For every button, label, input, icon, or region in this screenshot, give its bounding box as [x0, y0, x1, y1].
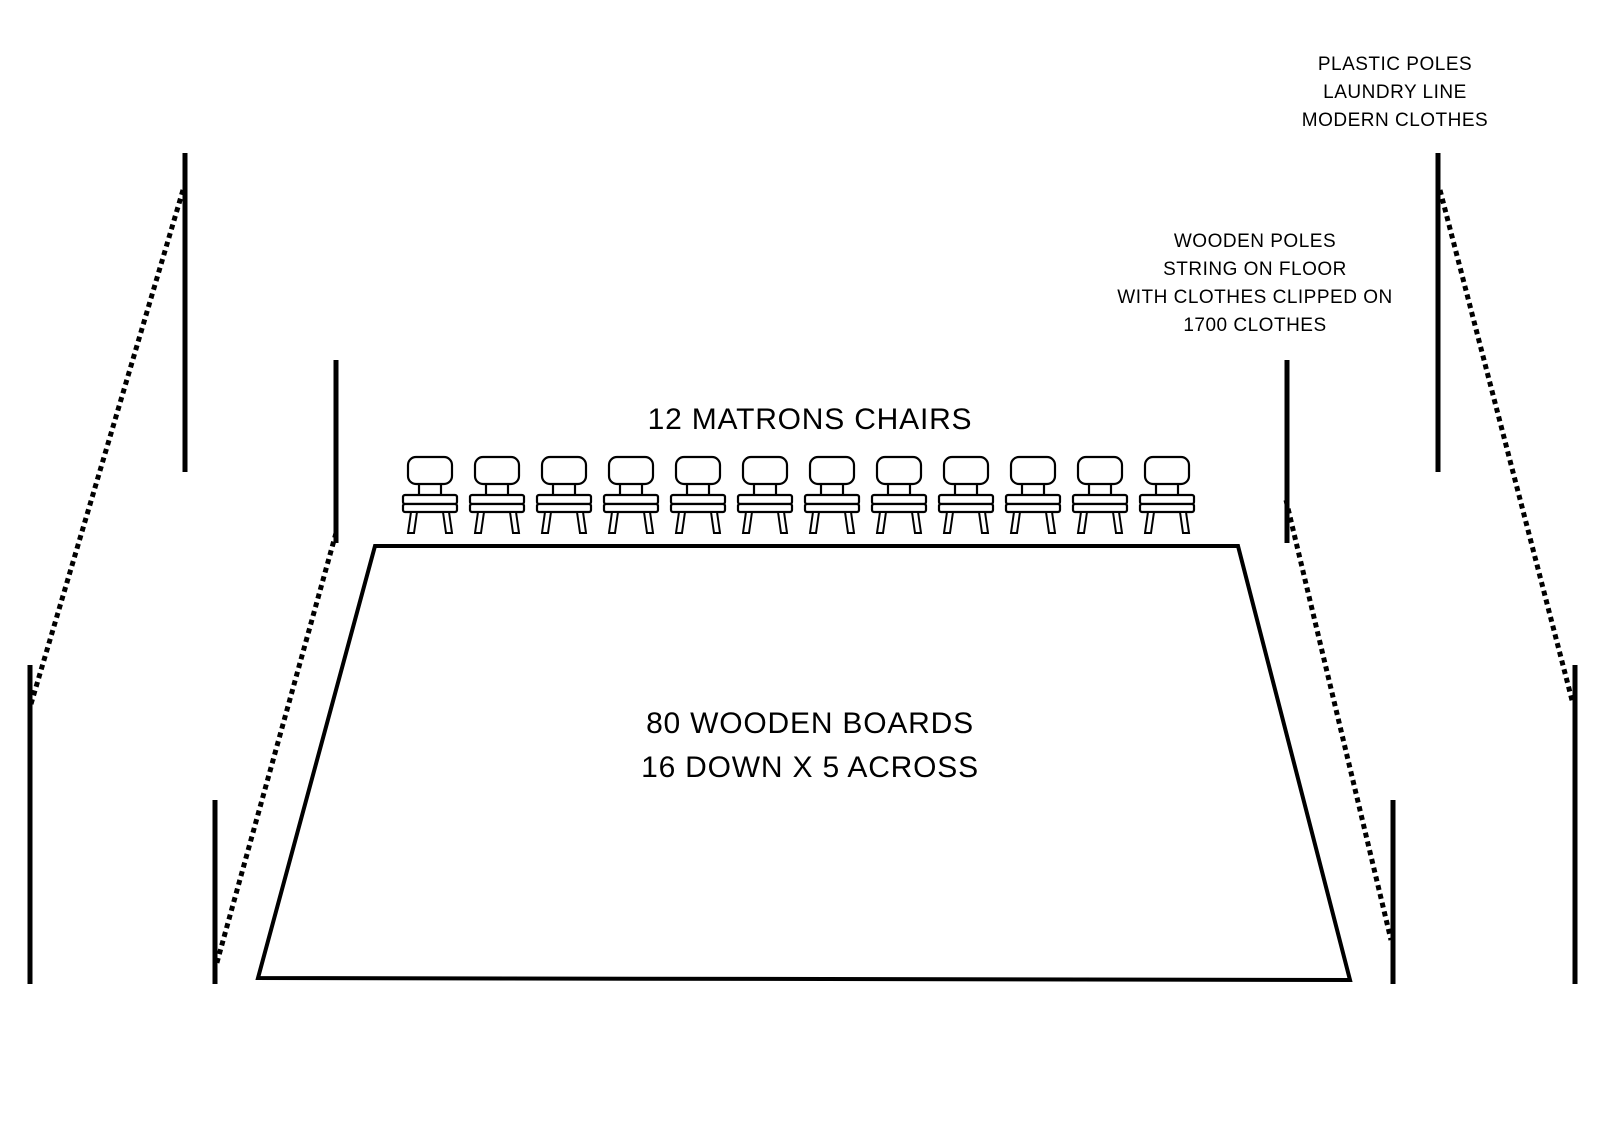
- chair-icon: [468, 455, 526, 535]
- plastic-label-line-3: MODERN CLOTHES: [1301, 110, 1489, 131]
- chair-icon: [803, 455, 861, 535]
- chair-icon: [535, 455, 593, 535]
- floor-string-right: [1283, 499, 1394, 941]
- stage-boards-area: [255, 544, 1353, 983]
- laundry-line-right: [1437, 189, 1576, 705]
- chair-icon: [1138, 455, 1196, 535]
- boards-label-line-2: 16 DOWN X 5 ACROSS: [641, 751, 979, 784]
- wooden-label-line-4: 1700 CLOTHES: [1183, 315, 1327, 336]
- boards-label: 80 WOODEN BOARDS 16 DOWN X 5 ACROSS: [560, 702, 1060, 790]
- chairs-label: 12 MATRONS CHAIRS: [647, 403, 973, 436]
- chair-icon: [401, 455, 459, 535]
- plastic-poles-label: PLASTIC POLES LAUNDRY LINE MODERN CLOTHE…: [1300, 51, 1490, 135]
- plastic-label-line-1: PLASTIC POLES: [1317, 54, 1473, 75]
- chair-icon: [669, 455, 727, 535]
- wooden-label-line-1: WOODEN POLES: [1173, 231, 1337, 252]
- wooden-label-line-3: WITH CLOTHES CLIPPED ON: [1117, 287, 1393, 308]
- chair-icon: [870, 455, 928, 535]
- chair-icon: [1071, 455, 1129, 535]
- wooden-label-line-2: STRING ON FLOOR: [1163, 259, 1347, 280]
- chair-icon: [736, 455, 794, 535]
- chair-icon: [1004, 455, 1062, 535]
- chair-icon: [937, 455, 995, 535]
- boards-label-line-1: 80 WOODEN BOARDS: [646, 707, 974, 740]
- wooden-poles-label: WOODEN POLES STRING ON FLOOR WITH CLOTHE…: [1110, 228, 1400, 340]
- floor-string-left: [213, 532, 339, 967]
- chair-icon: [602, 455, 660, 535]
- chairs-row: [401, 455, 1196, 535]
- plastic-label-line-2: LAUNDRY LINE: [1323, 82, 1467, 103]
- laundry-line-left: [28, 189, 186, 705]
